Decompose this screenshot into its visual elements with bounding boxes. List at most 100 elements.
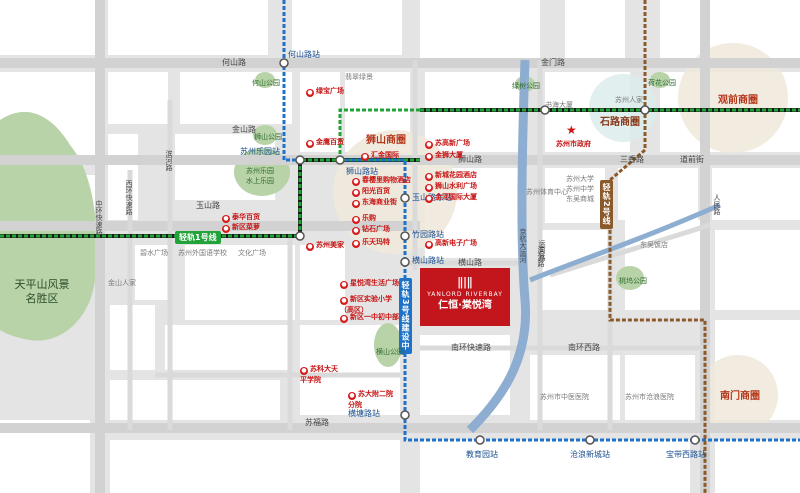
station-heshanlu: 何山路站 [288, 50, 320, 59]
misc-tiyu: 苏州体育中心 [526, 188, 568, 196]
poi-xingyuewan[interactable]: ●星悦湾生活广场 [340, 278, 399, 289]
poi-marker-icon: ● [352, 189, 360, 197]
poi-marker-icon: ● [340, 297, 348, 305]
misc-feicui: 翡翠绿景 [345, 73, 373, 81]
poi-jinhe[interactable]: ●金河国际大厦 [425, 192, 477, 203]
poi-marker-icon: ● [306, 243, 314, 251]
poi-xinqu-yizhong[interactable]: ●新区一中初中部 [340, 312, 399, 323]
lvshu-park-label: 绿树公园 [512, 82, 540, 90]
poi-jinhe-label: 金河国际大厦 [435, 193, 477, 201]
poi-marker-icon: ● [222, 225, 230, 233]
poi-marker-icon: ● [300, 367, 308, 375]
poi-donghai-label: 东海商业街 [362, 198, 397, 206]
poi-huijin[interactable]: ●汇金国际 [361, 150, 399, 161]
project-name-cn: 仁恒·棠悦湾 [438, 300, 492, 311]
district-shishan: 狮山商圈 [366, 135, 406, 146]
poi-letian[interactable]: ●乐天玛特 [352, 237, 390, 248]
poi-zuanshi[interactable]: ●钻石广场 [352, 224, 390, 235]
poi-jinying[interactable]: ●金鹰百货 [306, 137, 344, 148]
road-jinshan-h: 金山路 [232, 125, 256, 134]
road-shishan: 狮山路 [458, 155, 482, 164]
misc-jinshan-renjia: 金山人家 [108, 279, 136, 287]
hehua-park-label: 荷花公园 [648, 79, 676, 87]
poi-sugaoxin[interactable]: ●苏高新广场 [425, 138, 470, 149]
station-shishanlu: 狮山路站 [346, 167, 378, 176]
poi-xinqu-jingyu[interactable]: ●新区菜萝 [222, 222, 260, 233]
poi-marker-icon: ● [352, 227, 360, 235]
project-block[interactable]: ǁǀǁ YANLORD RIVERBAY 仁恒·棠悦湾 [420, 268, 510, 326]
line1-badge: 轻轨1号线 [175, 231, 221, 244]
government-star-icon: ★ [566, 123, 577, 137]
poi-xinqu-shiyan[interactable]: ●新区实验小学（高区） [340, 294, 402, 315]
misc-jiaxi: 东吴商城 [566, 195, 594, 203]
project-name-en: YANLORD RIVERBAY [427, 291, 503, 298]
poi-xinqu-shiyan-label: 新区实验小学（高区） [340, 295, 392, 314]
poi-letian-label: 乐天玛特 [362, 238, 390, 246]
station-hengshanlu: 横山路站 [412, 256, 444, 265]
scenic-tianpingshan: 天平山风景名胜区 [14, 278, 70, 305]
poi-marker-icon: ● [352, 178, 360, 186]
poi-lebao[interactable]: ●绿宝广场 [306, 86, 344, 97]
poi-marker-icon: ● [348, 392, 356, 400]
poi-gaoxin-dianzi-label: 高新电子广场 [435, 239, 477, 247]
misc-suzhou-renjia: 苏州人家 [615, 96, 643, 104]
station-baodaixilu: 宝带西路站 [666, 450, 706, 459]
poi-tailie[interactable]: ●泰华百货 [222, 212, 260, 223]
road-heshan: 何山路 [222, 58, 246, 67]
poi-jinshi[interactable]: ●金狮大厦 [425, 150, 463, 161]
poi-legou[interactable]: ●乐购 [352, 213, 376, 224]
poi-lebao-label: 绿宝广场 [316, 87, 344, 95]
poi-xincheng-label: 新城花园酒店 [435, 171, 477, 179]
misc-suda: 苏州大学 [566, 175, 594, 183]
poi-marker-icon: ● [425, 173, 433, 181]
misc-dongwu: 东吴饭店 [640, 241, 668, 249]
poi-tianping-school[interactable]: ●苏科大天平学院 [300, 364, 340, 385]
poi-marker-icon: ● [222, 215, 230, 223]
poi-sudafuer-label: 苏大附二院分院 [348, 390, 393, 409]
road-daoqian: 道前街 [680, 155, 704, 164]
poi-marker-icon: ● [352, 200, 360, 208]
poi-marker-icon: ● [425, 184, 433, 192]
road-yunhe: 运河路 [538, 240, 546, 261]
poi-marker-icon: ● [425, 141, 433, 149]
poi-jinying-label: 金鹰百货 [316, 138, 344, 146]
station-jiaoyuyuan: 教育园站 [466, 450, 498, 459]
poi-gaoxin-dianzi[interactable]: ●高新电子广场 [425, 238, 477, 249]
poi-marker-icon: ● [425, 241, 433, 249]
poi-yangguang[interactable]: ●阳光百货 [352, 186, 390, 197]
poi-tianping-school-label: 苏科大天平学院 [300, 365, 338, 384]
poi-yangguang-label: 阳光百货 [362, 187, 390, 195]
road-jinmen: 金门路 [541, 58, 565, 67]
hengshan-park-label: 横山公园 [376, 348, 404, 356]
poi-chunying[interactable]: ●春樱里购物酒店 [352, 175, 411, 186]
poi-marker-icon: ● [306, 89, 314, 97]
road-binhe2: 滨河路 [537, 246, 545, 267]
poi-donghai[interactable]: ●东海商业街 [352, 197, 397, 208]
road-yunhe2: 京杭大运河 [519, 228, 527, 263]
road-binhe: 滨河路 [165, 150, 173, 171]
district-shilu: 石路商圈 [600, 117, 640, 128]
road-xihuan: 西环快速路 [125, 180, 133, 215]
road-hengshan: 横山路 [458, 258, 482, 267]
poi-xinqu-jingyu-label: 新区菜萝 [232, 223, 260, 231]
misc-wenhua: 文化广场 [238, 249, 266, 257]
poi-sudafuer[interactable]: ●苏大附二院分院 [348, 389, 398, 410]
misc-zhongyi: 苏州市中医医院 [540, 393, 589, 401]
poi-marker-icon: ● [352, 216, 360, 224]
station-zhuyuanlu: 竹园路站 [412, 230, 444, 239]
poi-zuanshi-label: 钻石广场 [362, 225, 390, 233]
poi-xincheng[interactable]: ●新城花园酒店 [425, 170, 477, 181]
station-suzhouleyuan: 苏州乐园站 [240, 147, 280, 156]
poi-xingyuewan-label: 星悦湾生活广场 [350, 279, 399, 287]
poi-marker-icon: ● [306, 140, 314, 148]
station-hengtanglu: 横塘路站 [348, 409, 380, 418]
poi-sugaoxin-label: 苏高新广场 [435, 139, 470, 147]
poi-meijia[interactable]: ●苏州美家 [306, 240, 344, 251]
station-lvyangxincheng: 沧浪新城站 [570, 450, 610, 459]
poi-legou-label: 乐购 [362, 214, 376, 222]
poi-shishuili-label: 狮山水利广场 [435, 182, 477, 190]
poi-shishuili[interactable]: ●狮山水利广场 [425, 181, 477, 192]
road-sanxiang: 三香路 [620, 155, 644, 164]
